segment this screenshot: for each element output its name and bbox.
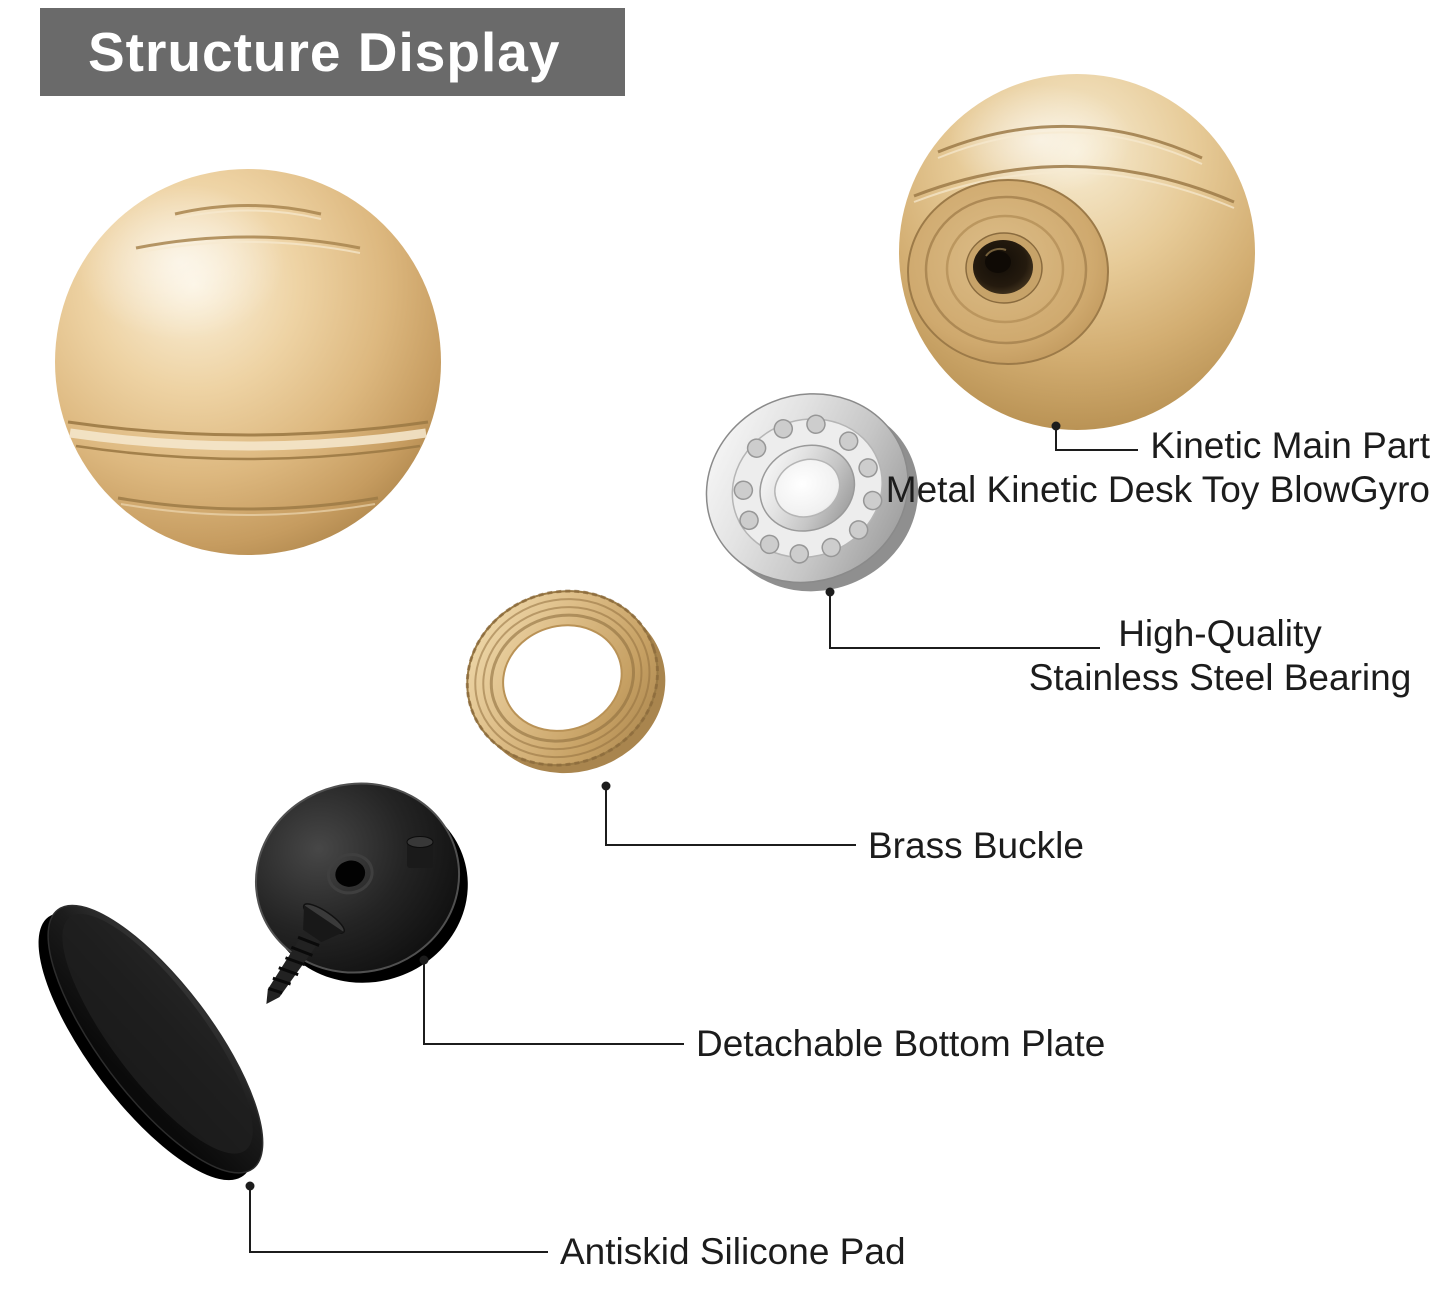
brass-buckle-image xyxy=(465,589,666,774)
kinetic-main-part-image xyxy=(899,74,1255,430)
leader-plate xyxy=(419,955,684,1045)
label-brass-buckle: Brass Buckle xyxy=(868,825,1084,866)
screw-image xyxy=(266,903,345,1004)
label-bottom-plate: Detachable Bottom Plate xyxy=(696,1023,1106,1064)
assembled-ball-image xyxy=(55,169,441,555)
steel-bearing-image xyxy=(705,393,919,592)
label-kinetic-main-line2: Metal Kinetic Desk Toy BlowGyro xyxy=(885,469,1430,511)
leader-lines xyxy=(245,421,1138,1253)
leader-pad xyxy=(245,1181,548,1253)
leader-bearing xyxy=(825,587,1100,649)
bottom-plate-image xyxy=(254,782,468,983)
label-bearing-line2: Stainless Steel Bearing xyxy=(1028,657,1412,699)
label-bearing-line1: High-Quality xyxy=(1118,613,1322,654)
title-banner: Structure Display xyxy=(40,8,625,96)
silicone-pad-image xyxy=(38,904,264,1181)
label-steel-bearing: High-Quality Stainless Steel Bearing xyxy=(1020,612,1420,701)
leader-buckle xyxy=(601,781,856,846)
label-silicone-pad: Antiskid Silicone Pad xyxy=(560,1231,906,1272)
label-kinetic-main-line1: Kinetic Main Part xyxy=(1150,425,1430,466)
leader-kinetic-main xyxy=(1051,421,1138,451)
page-title: Structure Display xyxy=(88,21,561,83)
label-kinetic-main-part: Kinetic Main Part Metal Kinetic Desk Toy… xyxy=(886,424,1430,513)
